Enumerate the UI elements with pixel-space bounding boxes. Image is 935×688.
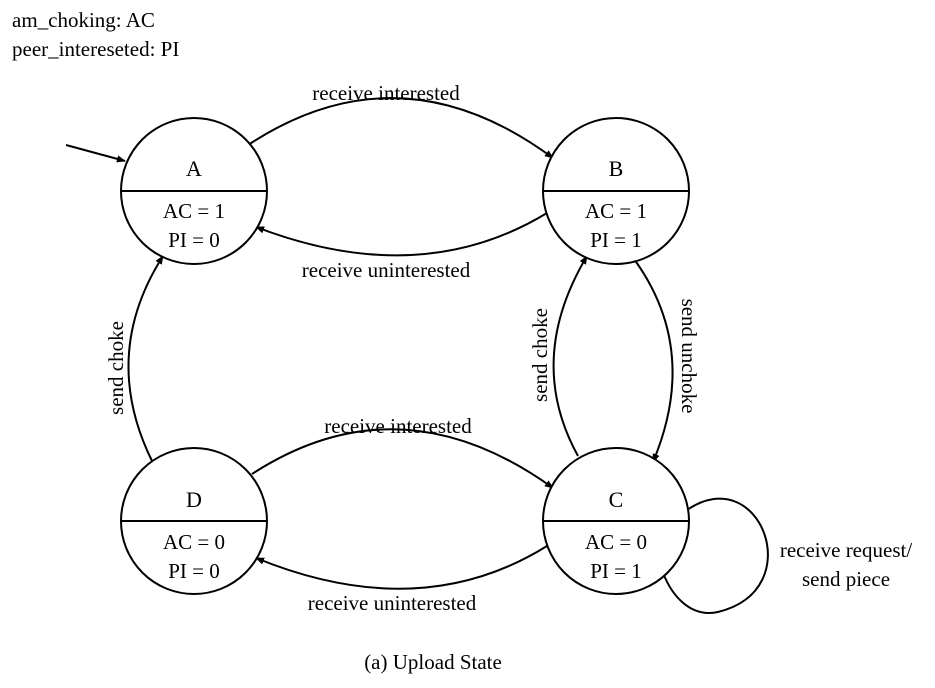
label-d-to-c: receive interested — [324, 414, 472, 438]
legend-ac: am_choking: AC — [12, 8, 155, 32]
figure-caption: (a) Upload State — [364, 650, 502, 674]
state-b-pi: PI = 1 — [590, 228, 642, 252]
label-c-to-d: receive uninterested — [308, 591, 477, 615]
edge-c-to-d — [255, 545, 548, 590]
state-a-name: A — [186, 156, 202, 181]
state-c-name: C — [609, 487, 624, 512]
state-b-ac: AC = 1 — [585, 199, 647, 223]
edge-b-to-c — [633, 258, 674, 463]
state-a: A AC = 1 PI = 0 — [120, 117, 268, 265]
edge-b-to-a — [255, 212, 548, 257]
state-c: C AC = 0 PI = 1 — [542, 447, 690, 595]
label-d-to-a: send choke — [104, 321, 128, 415]
edge-c-to-b — [552, 255, 588, 457]
label-c-to-b: send choke — [528, 308, 552, 402]
label-b-to-a: receive uninterested — [302, 258, 471, 282]
state-a-pi: PI = 0 — [168, 228, 220, 252]
edge-d-to-c — [251, 428, 554, 489]
legend-pi: peer_intereseted: PI — [12, 37, 179, 61]
label-c-self-line1: receive request/ — [780, 538, 913, 562]
state-d-name: D — [186, 487, 202, 512]
label-b-to-c: send unchoke — [677, 299, 701, 414]
edge-d-to-a — [127, 255, 164, 462]
edge-a-to-b — [247, 97, 554, 159]
label-a-to-b: receive interested — [312, 81, 460, 105]
state-c-pi: PI = 1 — [590, 559, 642, 583]
label-c-self-line2: send piece — [802, 567, 890, 591]
state-d-pi: PI = 0 — [168, 559, 220, 583]
state-b: B AC = 1 PI = 1 — [542, 117, 690, 265]
initial-arrow — [65, 144, 126, 163]
edge-c-self-loop — [660, 497, 769, 614]
state-a-ac: AC = 1 — [163, 199, 225, 223]
state-d: D AC = 0 PI = 0 — [120, 447, 268, 595]
state-b-name: B — [609, 156, 624, 181]
state-d-ac: AC = 0 — [163, 530, 225, 554]
state-c-ac: AC = 0 — [585, 530, 647, 554]
